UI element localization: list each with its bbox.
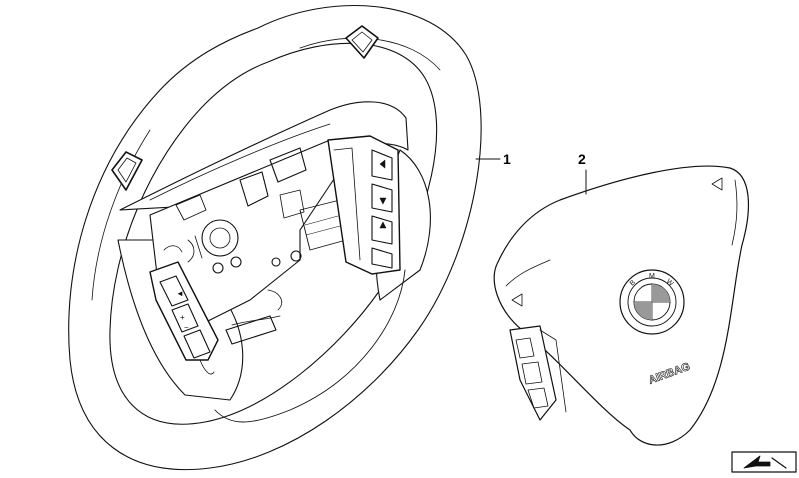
airbag-connector xyxy=(509,325,567,421)
steering-wheel-rim xyxy=(68,5,482,471)
svg-text:+: + xyxy=(180,313,185,322)
emblem-letter-b: B xyxy=(629,279,637,288)
right-multifunction-switch xyxy=(327,135,401,275)
svg-text:◄: ◄ xyxy=(176,289,184,298)
emblem-letter-m: M xyxy=(649,273,655,280)
wiring xyxy=(163,245,281,375)
left-multifunction-switch: ◄ + − xyxy=(149,261,219,361)
airbag-module: B M W AIRBAG xyxy=(493,165,750,446)
rim-button-top xyxy=(345,25,379,59)
callout-label-1: 1 xyxy=(503,151,511,167)
svg-text:−: − xyxy=(184,323,189,332)
bmw-emblem: B M W xyxy=(619,269,685,335)
orientation-arrow-icon xyxy=(731,451,797,473)
rim-button-left xyxy=(111,151,143,191)
emblem-letter-w: W xyxy=(665,278,675,288)
callout-label-2: 2 xyxy=(578,151,586,167)
